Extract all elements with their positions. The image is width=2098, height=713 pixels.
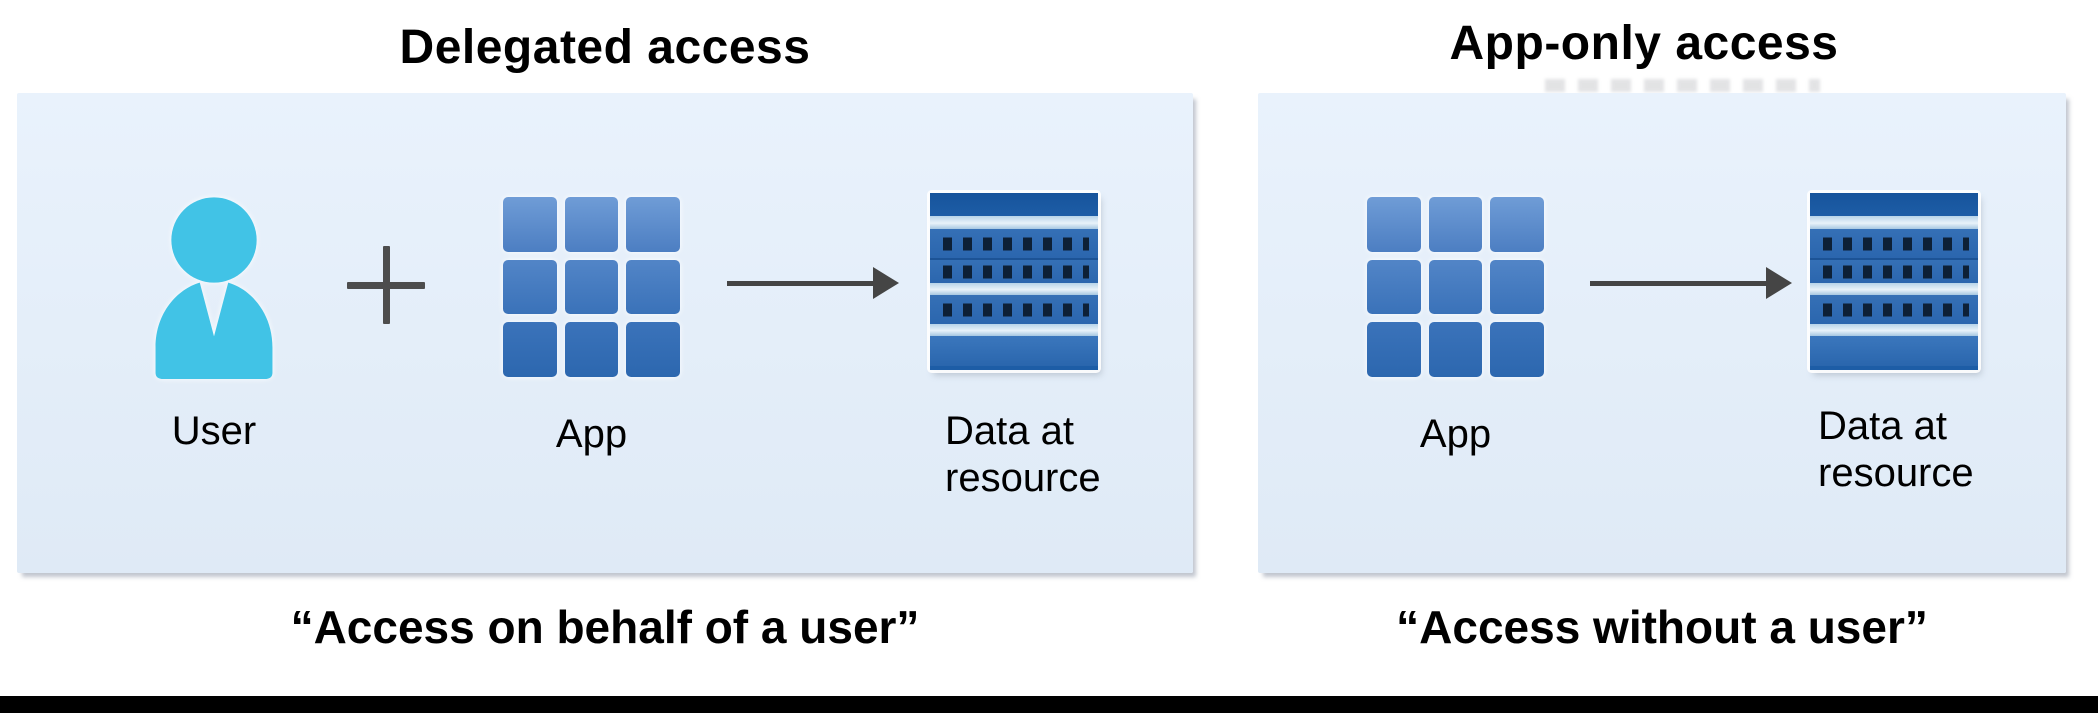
data-label-line2: resource [1818,451,1974,495]
app-label: App [1419,412,1492,456]
data-at-resource-label: Data at resource [1818,403,2058,497]
delegated-access-title: Delegated access [399,21,811,74]
delegated-access-panel: User App Data at resource [17,93,1193,573]
app-grid-icon [1367,197,1544,377]
user-label: User [171,409,257,453]
data-at-resource-label: Data at resource [945,408,1185,502]
right-arrow-icon [727,267,899,299]
right-arrow-icon [1590,267,1792,299]
app-label: App [555,412,628,456]
data-label-line1: Data at [1818,404,1947,448]
app-grid-icon [503,197,680,377]
data-label-line2: resource [945,456,1101,500]
app-only-access-title: App-only access [1449,17,1839,70]
user-icon [135,193,293,385]
plus-icon [347,246,425,324]
app-only-access-caption: “Access without a user” [1396,601,1928,653]
app-only-access-panel: App Data at resource [1258,93,2066,573]
bottom-bar [0,696,2098,713]
database-icon [1810,193,1978,370]
database-icon [930,193,1098,370]
erased-text-artifact [1545,79,1820,92]
delegated-access-caption: “Access on behalf of a user” [290,601,920,653]
data-label-line1: Data at [945,409,1074,453]
